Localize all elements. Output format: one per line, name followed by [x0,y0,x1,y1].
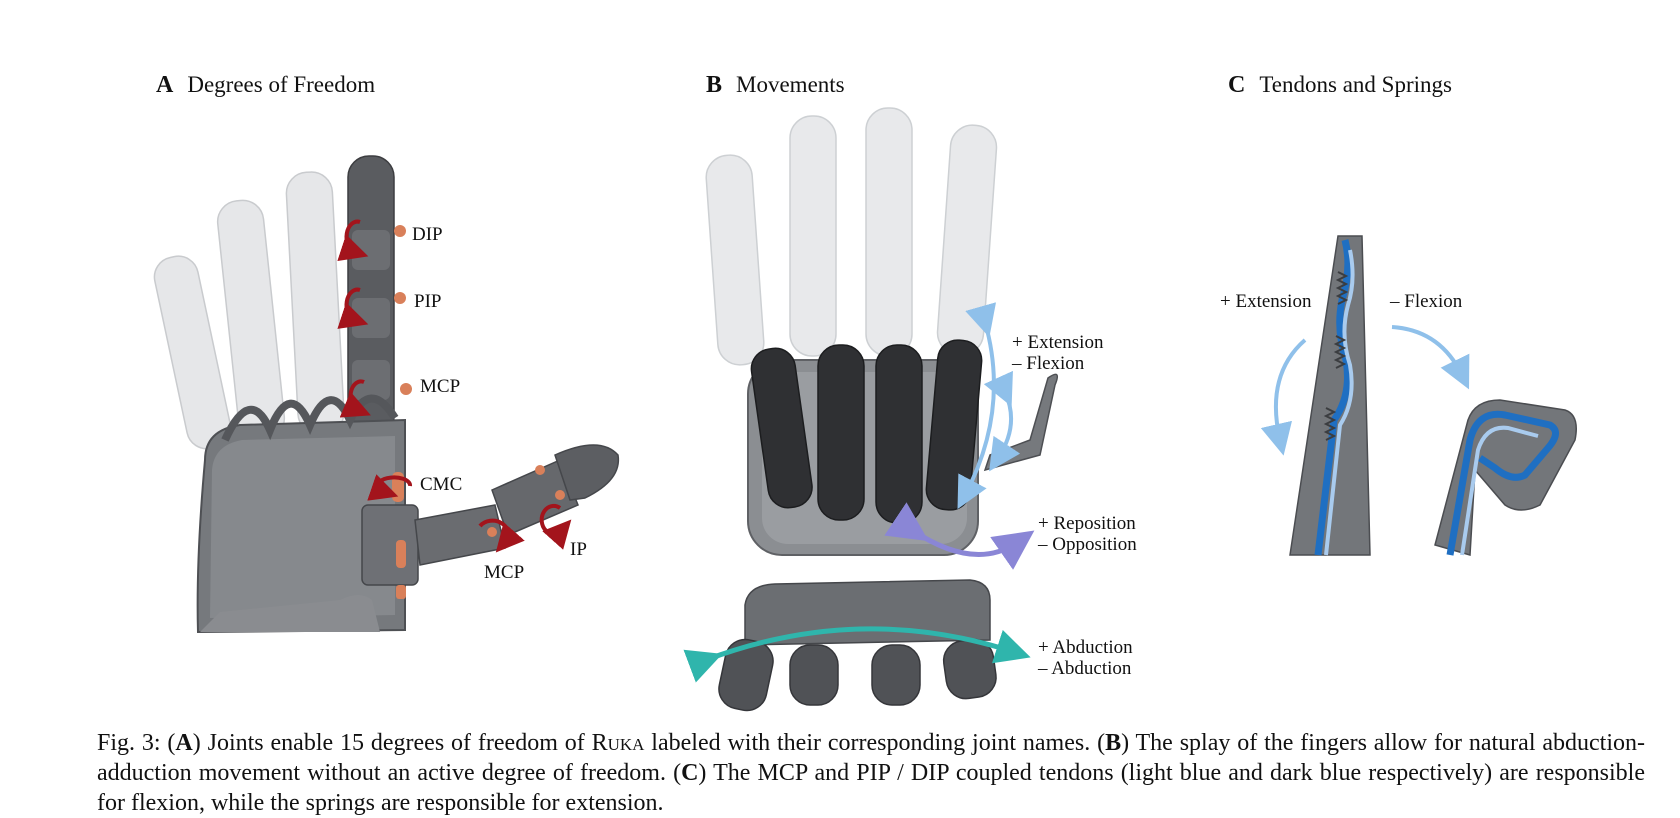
label-abduction-plus: + Abduction [1038,637,1133,658]
label-extension-c: + Extension [1220,291,1312,312]
finger-straight [1289,235,1371,556]
flexion-arrows [957,302,1021,510]
caption-prefix: Fig. 3: ( [97,730,176,756]
panel-b-title-text: Movements [736,72,845,97]
tendon-dark-bent [1446,410,1559,556]
panel-c-title: C Tendons and Springs [1228,72,1452,99]
panel-b-letter: B [706,72,723,98]
panel-c-finger-sections: + Extension – Flexion [1220,235,1577,556]
panel-b-hand: + Extension – Flexion + Reposition – Opp… [683,107,1137,712]
caption-letter-b: B [1105,730,1122,756]
panel-c-title-text: Tendons and Springs [1259,72,1452,97]
joint-label-mcp-thumb: MCP [484,562,524,583]
palm-face [210,436,395,618]
joint-label-cmc: CMC [420,474,462,495]
ghost-fingers [153,171,345,450]
ghost-fingers-b [705,107,998,366]
tendon-light-bent [1460,425,1539,556]
thumb [361,444,620,586]
tendon-light-straight [1324,249,1355,556]
joint-label-mcp-finger: MCP [420,376,460,397]
panel-a-hand: DIP PIP MCP CMC MCP IP [153,155,620,634]
caption-text-a2: labeled with their corresponding joint n… [644,730,1106,756]
label-extension-b: + Extension [1012,332,1104,353]
caption-text-a: ) Joints enable 15 degrees of freedom of [192,730,592,756]
panel-c-letter: C [1228,72,1246,98]
flexion-arrow-c [1391,325,1470,390]
index-finger [347,155,395,439]
extension-arrow-c [1260,338,1307,456]
panel-a-title-text: Degrees of Freedom [187,72,376,97]
figure-caption: Fig. 3: (A) Joints enable 15 degrees of … [97,728,1645,818]
joint-label-pip: PIP [414,291,441,312]
panel-a-title: A Degrees of Freedom [156,72,375,99]
thumb-b [983,373,1059,472]
opposition-arrow [884,502,1035,570]
abduction-arrow [683,626,1031,683]
panel-b-title: B Movements [706,72,845,99]
hand-base [200,595,380,632]
joint-label-dip: DIP [412,224,443,245]
caption-text-b: ) The splay of the fingers allow for nat… [97,730,1645,786]
caption-robot-name: Ruka [591,730,645,756]
label-opposition: – Opposition [1037,534,1137,555]
label-flexion-b: – Flexion [1011,353,1085,374]
label-reposition: + Reposition [1038,513,1136,534]
label-flexion-c: – Flexion [1389,291,1463,312]
joint-label-ip: IP [570,539,587,560]
figure-illustration: DIP PIP MCP CMC MCP IP [153,107,1577,712]
caption-letter-c: C [681,760,699,786]
label-abduction-minus: – Abduction [1037,658,1132,679]
joint-rotation-arrows [337,219,572,553]
caption-letter-a: A [175,730,193,756]
panel-a-letter: A [156,72,174,98]
springs [1323,271,1349,441]
hand-side-view [718,579,997,712]
